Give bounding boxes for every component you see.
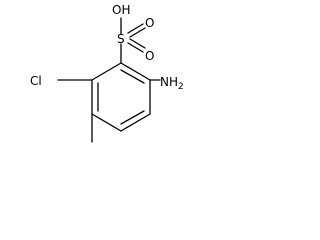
ring-double-bond-inner-bottom	[120, 110, 145, 125]
amino-main-label: NH	[160, 75, 178, 89]
oxygen-top-label: O	[145, 16, 154, 30]
structural-formula: OH S O O Cl NH2	[30, 3, 184, 143]
bond-sulfur-oxygen-top-b	[129, 27, 146, 38]
oxygen-bottom-label: O	[145, 49, 154, 63]
hydroxyl-label: OH	[112, 3, 130, 17]
bond-sulfur-oxygen-top-a	[127, 23, 144, 34]
bond-sulfur-oxygen-bottom-a	[127, 42, 144, 53]
ring-bond-c1-c2	[91, 62, 122, 81]
bond-sulfur-oxygen-bottom-b	[129, 38, 146, 49]
ring-bond-c5-c6	[91, 113, 122, 132]
amino-group: NH2	[149, 75, 184, 92]
benzene-ring	[91, 62, 151, 132]
sulfonic-acid-group: OH S O O	[112, 3, 154, 64]
amino-label: NH2	[160, 75, 184, 92]
sulfur-label: S	[117, 32, 125, 46]
ring-bond-c4-c5	[120, 113, 151, 132]
ring-double-bond-inner-top	[120, 69, 145, 84]
amino-subscript-label: 2	[178, 82, 184, 92]
chlorine-label: Cl	[30, 74, 42, 88]
chloro-group: Cl	[30, 74, 93, 88]
ring-bond-c2-c3	[120, 62, 151, 81]
